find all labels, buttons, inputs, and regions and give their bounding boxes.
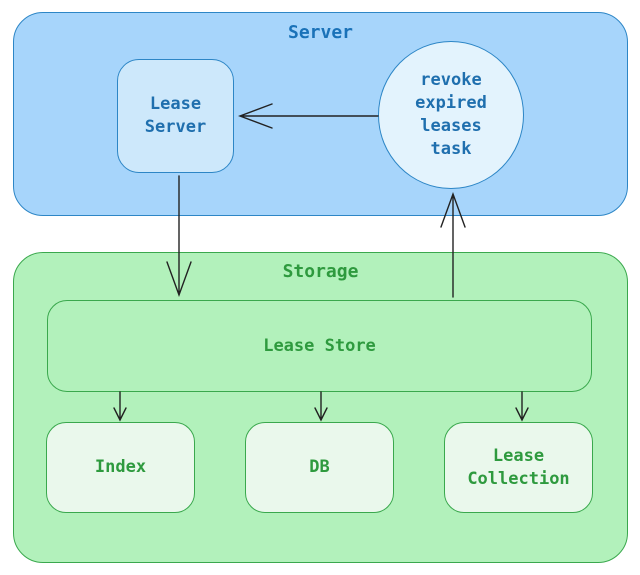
- arrow-lease-store-to-index: [113, 391, 127, 422]
- lease-server-label-line-2: Server: [144, 117, 207, 137]
- server-group: Server: [13, 12, 628, 216]
- lease-store-label: Lease Store: [263, 335, 376, 356]
- lease-server-label-line-1: Lease: [149, 94, 202, 114]
- revoke-task-label-line-3: leases: [420, 116, 482, 136]
- revoke-task-label-line-2: expired: [415, 93, 487, 113]
- storage-title: Storage: [282, 261, 359, 282]
- server-title: Server: [287, 22, 354, 43]
- index-label: Index: [94, 457, 147, 477]
- revoke-task-label-line-1: revoke: [420, 70, 482, 90]
- lease-store-node: Lease Store: [47, 300, 592, 392]
- revoke-task-label-line-4: task: [430, 139, 472, 159]
- arrow-lease-store-to-revoke-task: [440, 191, 466, 298]
- arrow-lease-server-to-lease-store: [166, 175, 192, 298]
- revoke-expired-leases-task-node: revoke expired leases task: [378, 41, 524, 189]
- index-node: Index: [46, 422, 195, 513]
- arrow-revoke-to-lease-server: [238, 103, 379, 129]
- arrow-lease-store-to-db: [314, 391, 328, 422]
- db-node: DB: [245, 422, 394, 513]
- db-label: DB: [309, 457, 330, 477]
- lease-collection-label-line-1: Lease: [492, 445, 545, 466]
- lease-server-node: Lease Server: [117, 59, 234, 173]
- lease-collection-node: Lease Collection: [444, 422, 593, 513]
- lease-collection-label-line-2: Collection: [467, 468, 570, 489]
- arrow-lease-store-to-collection: [515, 391, 529, 422]
